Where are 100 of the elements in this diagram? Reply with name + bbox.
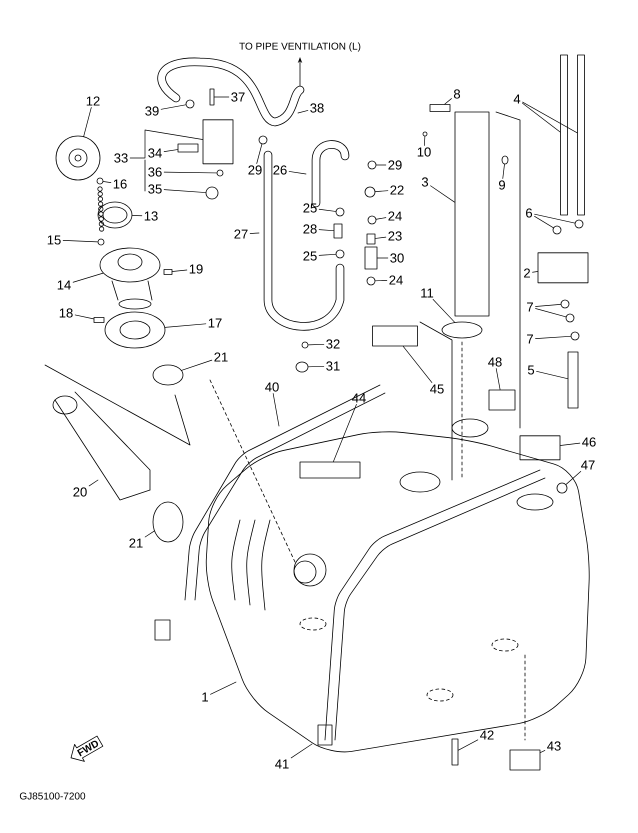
note-text: TO PIPE VENTILATION (L) xyxy=(239,42,360,52)
round-part xyxy=(186,100,194,108)
leader-line xyxy=(308,366,324,368)
leader-line xyxy=(132,215,142,216)
leader-line xyxy=(88,480,98,486)
leader-line xyxy=(256,144,262,164)
part-outline xyxy=(430,104,450,112)
callout-number: 30 xyxy=(390,253,404,263)
part-outline xyxy=(510,750,540,770)
callout-number: 8 xyxy=(454,89,460,99)
part-outline xyxy=(364,246,378,270)
round-part xyxy=(152,502,184,542)
leader-line xyxy=(172,270,188,272)
leader-line xyxy=(522,102,560,132)
part-outline xyxy=(210,88,214,106)
round-part xyxy=(556,482,568,494)
round-part xyxy=(296,362,308,372)
leader-line xyxy=(532,271,538,273)
round-part xyxy=(258,136,268,144)
callout-number: 17 xyxy=(208,318,222,328)
leader-line xyxy=(376,164,386,166)
callout-number: 24 xyxy=(388,211,402,221)
part-outline xyxy=(178,144,198,152)
leader-line xyxy=(535,308,566,318)
leader-line xyxy=(318,254,336,256)
leader-line xyxy=(160,104,186,110)
round-part xyxy=(152,364,184,386)
callout-number: 40 xyxy=(265,382,279,392)
cylindrical-part xyxy=(520,435,560,460)
leader-line xyxy=(534,214,576,224)
leader-line xyxy=(288,171,306,174)
leader-line xyxy=(375,190,388,192)
round-part xyxy=(422,132,428,136)
part-outline xyxy=(452,738,458,766)
callout-number: 33 xyxy=(114,153,128,163)
leader-line xyxy=(83,107,92,137)
leader-line xyxy=(402,346,432,383)
callout-number: 6 xyxy=(526,208,532,218)
part-outline xyxy=(577,54,585,216)
round-part xyxy=(502,156,508,164)
part-outline xyxy=(454,112,490,316)
leader-line xyxy=(535,304,561,307)
callout-number: 2 xyxy=(524,268,530,278)
leader-line xyxy=(432,299,455,323)
callout-number: 27 xyxy=(234,229,248,239)
part-outline xyxy=(300,462,360,478)
part-outline xyxy=(488,390,516,410)
leader-line xyxy=(164,172,217,174)
round-part xyxy=(368,216,376,224)
round-part xyxy=(336,250,344,258)
leader-line xyxy=(375,236,386,239)
round-part xyxy=(566,314,574,322)
part-outline xyxy=(560,54,568,216)
callout-number: 23 xyxy=(388,231,402,241)
callout-number: 24 xyxy=(389,275,403,285)
round-part xyxy=(206,186,218,200)
callout-number: 25 xyxy=(303,251,317,261)
callout-number: 25 xyxy=(303,203,317,213)
leader-line xyxy=(536,370,568,380)
leader-line xyxy=(566,471,582,485)
callout-number: 4 xyxy=(514,94,520,104)
callout-number: 39 xyxy=(145,106,159,116)
round-part xyxy=(216,170,224,176)
callout-number: 3 xyxy=(422,177,428,187)
round-part xyxy=(302,342,308,348)
round-part xyxy=(364,186,376,198)
callout-number: 16 xyxy=(114,179,127,189)
callout-number: 38 xyxy=(310,103,324,113)
callout-number: 32 xyxy=(326,339,340,349)
callout-number: 44 xyxy=(352,394,366,402)
round-part xyxy=(98,238,104,246)
callout-number: 28 xyxy=(303,224,317,234)
leader-line xyxy=(375,280,388,282)
callout-number: 7 xyxy=(527,302,533,312)
callout-number: 18 xyxy=(60,308,73,318)
leader-line xyxy=(502,164,505,179)
callout-number: 21 xyxy=(214,352,228,362)
leader-line xyxy=(308,344,324,346)
callout-number: 47 xyxy=(581,460,595,470)
leader-line xyxy=(458,740,478,751)
round-part xyxy=(574,220,584,228)
leader-line xyxy=(496,368,500,390)
callout-number: 26 xyxy=(273,165,287,175)
round-part xyxy=(442,322,482,338)
callout-number: 41 xyxy=(275,760,289,768)
callout-number: 45 xyxy=(430,384,444,394)
callout-number: 35 xyxy=(148,184,162,194)
leader-line xyxy=(214,96,230,98)
callout-number: 15 xyxy=(48,235,61,245)
leader-line xyxy=(130,130,203,158)
round-part xyxy=(570,332,580,340)
callout-number: 48 xyxy=(488,357,502,367)
round-part xyxy=(96,178,104,184)
leader-line xyxy=(534,216,554,228)
callout-number: 36 xyxy=(148,167,162,177)
callout-number: 29 xyxy=(248,165,262,175)
callout-number: 9 xyxy=(499,180,505,190)
leader-line xyxy=(318,208,336,212)
leader-line xyxy=(540,750,546,753)
note-text: GJ85100-7200 xyxy=(20,792,86,800)
